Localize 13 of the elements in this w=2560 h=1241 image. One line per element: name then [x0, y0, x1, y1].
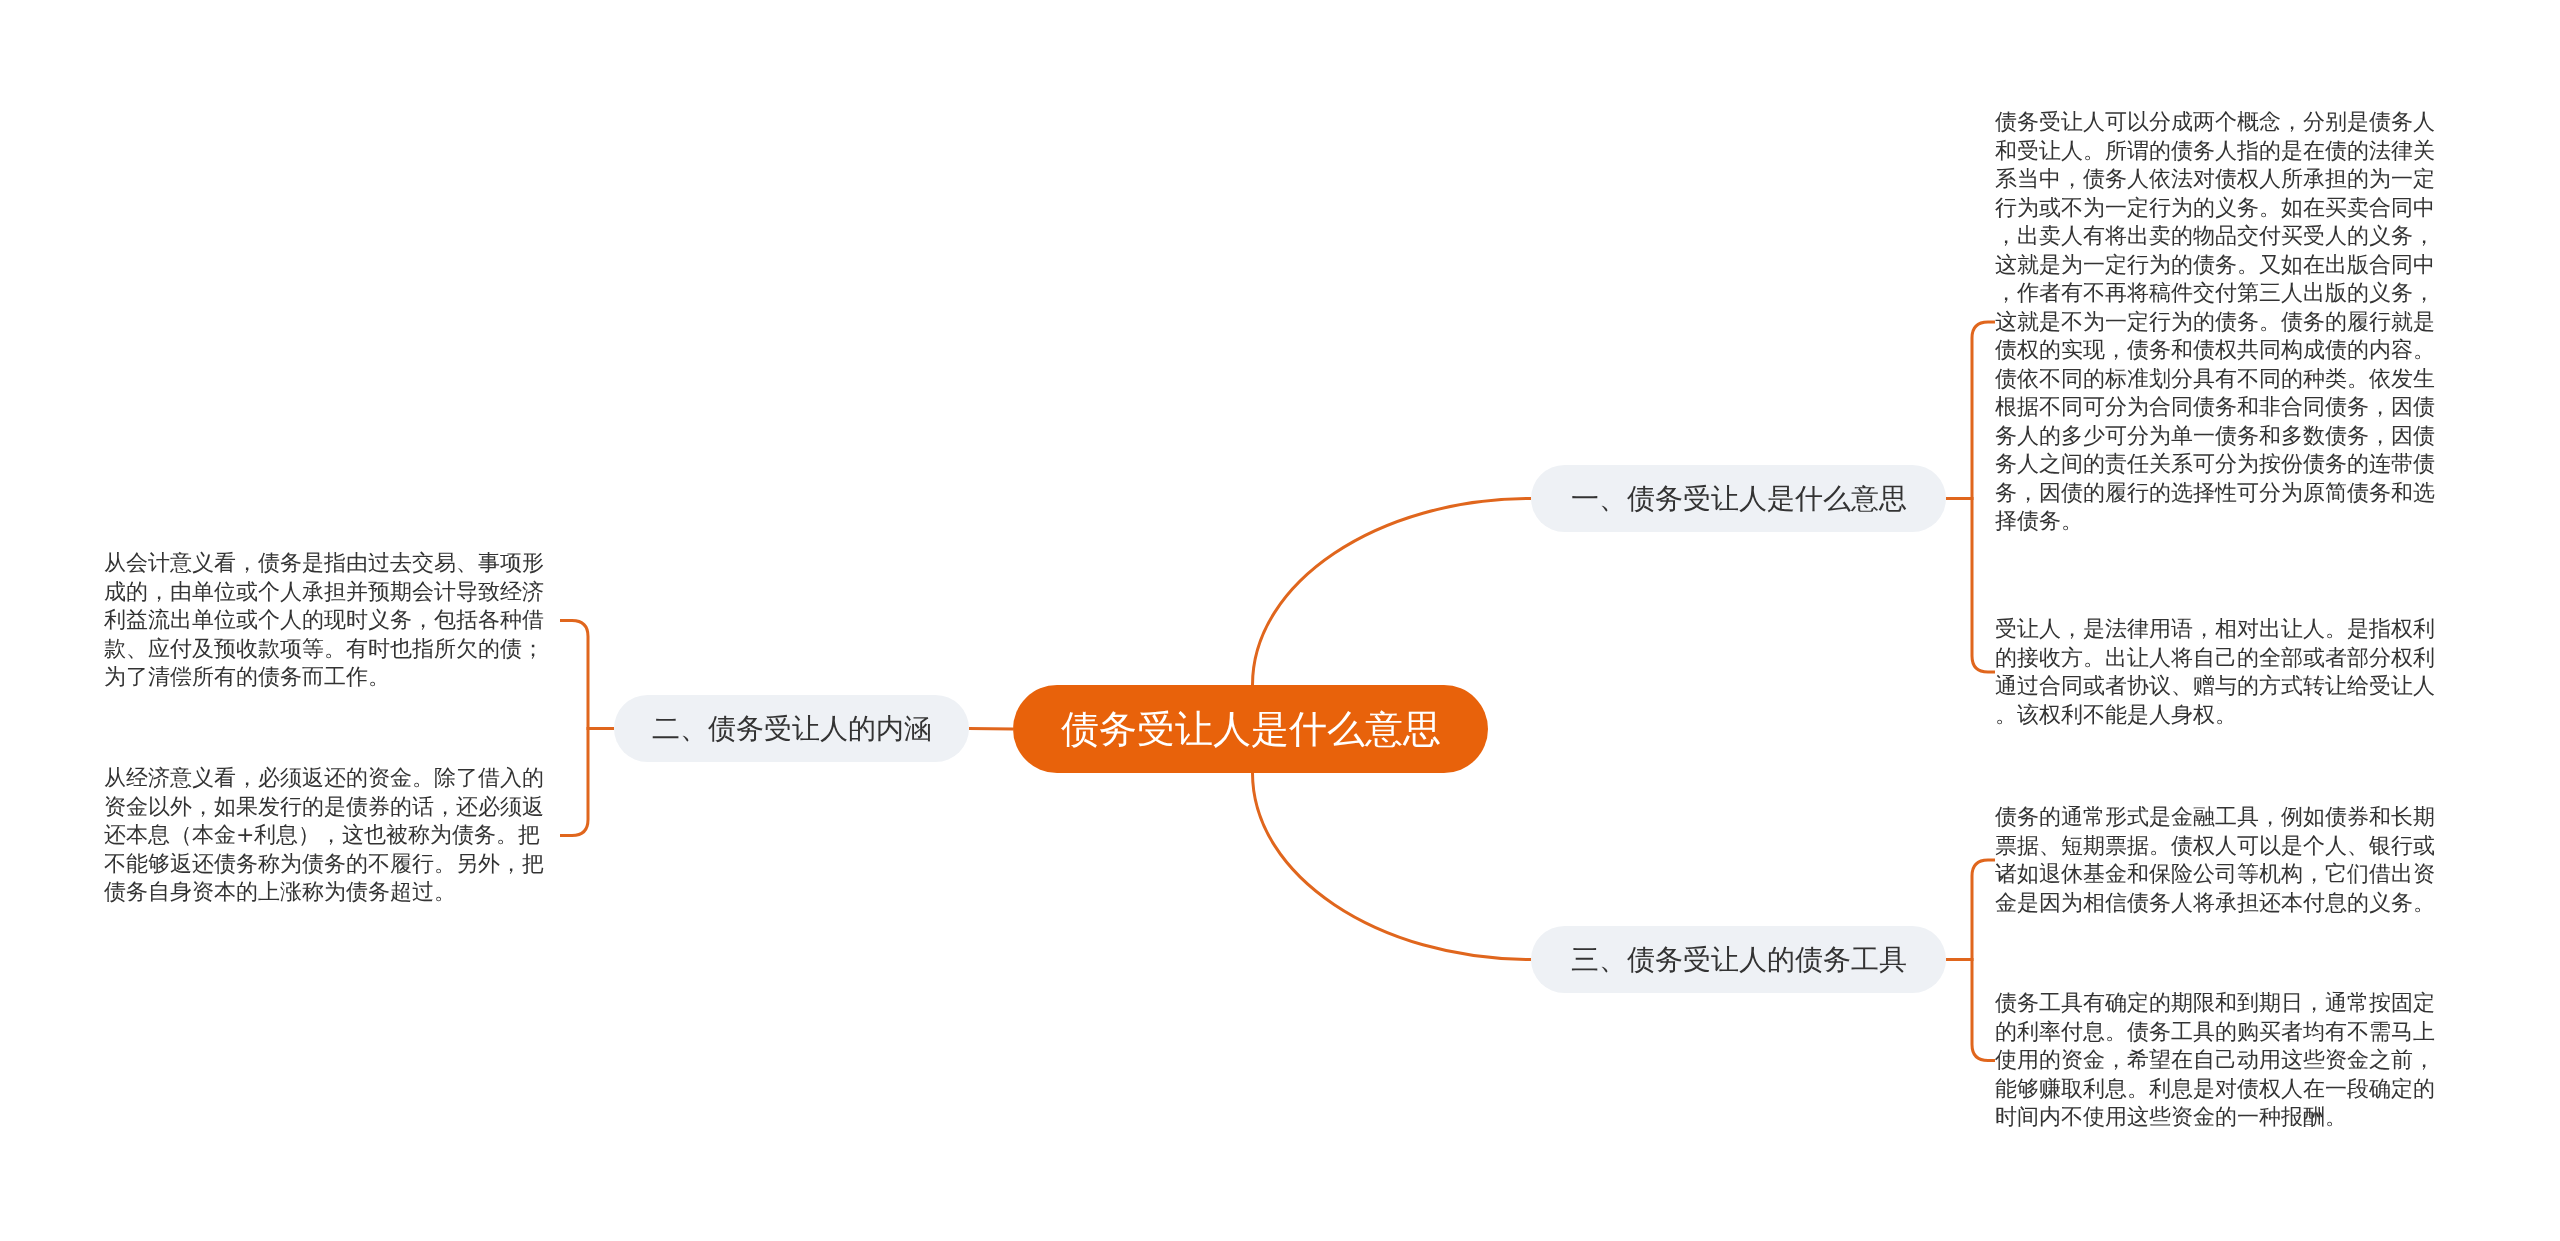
topic-label: 一、债务受让人是什么意思 [1570, 480, 1907, 517]
note-text: 债务的通常形式是金融工具，例如债券和长期票据、短期票据。债权人可以是个人、银行或诸如退休基金和保险公司等机构，它们借出资金是因为相信债务人将承担还本付息的义务。 [1995, 803, 2451, 917]
topic-label: 债务受让人是什么意思 [1060, 705, 1441, 753]
connector-line [1251, 772, 1532, 961]
note-text: 受让人，是法律用语，相对出让人。是指权利的接收方。出让人将自己的全部或者部分权利通过合同或者协议、赠与的方式转让给受让人。该权利不能是人身权。 [1995, 615, 2451, 729]
note-text: 从经济意义看，必须返还的资金。除了借入的资金以外，如果发行的是债券的话，还必须返还本息（本金+利息），这也被称为债务。把不能够返还债务称为债务的不履行。另外，把债务自身资本的上涨称为债务超过。 [104, 764, 560, 907]
connector-line [1251, 497, 1532, 686]
topic-label: 三、债务受让人的债务工具 [1570, 941, 1907, 978]
connector-line [969, 727, 1013, 731]
topic-label: 二、债务受让人的内涵 [651, 710, 932, 747]
note-text: 债务工具有确定的期限和到期日，通常按固定的利率付息。债务工具的购买者均有不需马上使用的资金，希望在自己动用这些资金之前，能够赚取利息。利息是对债权人在一段确定的时间内不使用这些资金的一种报酬。 [1995, 989, 2451, 1132]
note-text: 从会计意义看，债务是指由过去交易、事项形成的，由单位或个人承担并预期会计导致经济利益流出单位或个人的现时义务，包括各种借款、应付及预收款项等。有时也指所欠的债；为了清偿所有的债务而工作。 [104, 549, 560, 692]
note-text: 债务受让人可以分成两个概念，分别是债务人和受让人。所谓的债务人指的是在债的法律关系当中，债务人依法对债权人所承担的为一定行为或不为一定行为的义务。如在买卖合同中，出卖人有将出卖的物品交付买受人的义务，这就是为一定行为的债务。又如在出版合同中，作者有不再将稿件交付第三人出版的义务，这就是不为一定行为的债务。债务的履行就是债权的实现，债务和债权共同构成债的内容。债依不同的标准划分具有不同的种类。依发生根据不同可分为合同债务和非合同债务，因债务人的多少可分为单一债务和多数债务，因债务人之间的责任关系可分为按份债务的连带债务，因债的履行的选择性可分为原简债务和选择债务。 [1995, 108, 2451, 536]
